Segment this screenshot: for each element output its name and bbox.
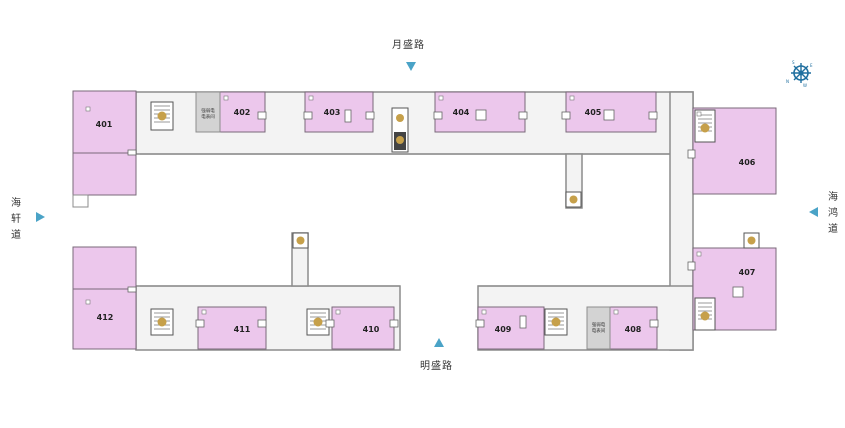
room-markers (85, 95, 702, 315)
utility-bottom-line2: 电表间 (592, 327, 606, 334)
room-411[interactable] (197, 306, 267, 350)
stair-icon (150, 101, 174, 131)
stair-icon (544, 308, 568, 336)
room-label-408: 408 (625, 325, 642, 334)
room-401-annex[interactable] (72, 152, 137, 196)
road-west-char-1: 海 (11, 198, 21, 209)
room-label-410: 410 (363, 325, 380, 334)
road-east-char-2: 鸿 (828, 208, 838, 219)
utility-rooms: 强弱电 电表间 强弱电 电表间 (195, 91, 611, 350)
room-label-404: 404 (453, 108, 470, 117)
room-label-401: 401 (96, 120, 113, 129)
room-403[interactable] (304, 91, 374, 133)
utility-bottom-line1: 强弱电 (592, 321, 606, 328)
arrow-right-icon (36, 212, 45, 222)
inner-walls (140, 153, 670, 287)
arrow-left-icon (809, 207, 818, 217)
room-401[interactable] (72, 90, 137, 154)
small-box (72, 194, 89, 208)
utility-room-bottom[interactable] (586, 306, 611, 350)
room-label-411: 411 (234, 325, 251, 334)
room-label-412: 412 (97, 313, 114, 322)
road-south-label: 明盛路 (420, 361, 453, 372)
road-west-char-2: 轩 (11, 214, 21, 225)
road-west-char-3: 道 (11, 230, 21, 241)
compass-e: E (810, 63, 813, 68)
room-label-406: 406 (739, 158, 756, 167)
stairs (150, 101, 760, 336)
road-east-label: 海 鸿 道 (827, 190, 839, 238)
compass-s: S (792, 60, 795, 65)
road-west-label: 海 轩 道 (10, 196, 22, 244)
arrow-up-icon (434, 338, 444, 347)
stair-icon (391, 107, 409, 153)
room-label-403: 403 (324, 108, 341, 117)
stair-icon (694, 297, 716, 331)
direction-arrows (36, 62, 818, 347)
rooms (72, 90, 777, 350)
road-east-char-1: 海 (828, 192, 838, 203)
utility-top-line1: 强弱电 (201, 107, 215, 114)
room-410[interactable] (331, 306, 395, 350)
elevator-icon (292, 232, 309, 249)
room-412-annex[interactable] (72, 246, 137, 290)
compass-w: W (803, 83, 807, 88)
stair-icon (306, 308, 330, 336)
room-409[interactable] (477, 306, 545, 350)
room-412[interactable] (72, 288, 137, 350)
road-east-char-3: 道 (828, 224, 838, 235)
stair-icon (150, 308, 174, 336)
arrow-down-icon (406, 62, 416, 71)
stair-icon (694, 109, 716, 143)
compass-icon: S E N W (786, 60, 813, 88)
room-label-409: 409 (495, 325, 512, 334)
room-labels: 401 402 403 404 405 406 407 408 409 410 … (96, 108, 756, 334)
room-label-407: 407 (739, 268, 756, 277)
utility-room-top[interactable] (195, 91, 221, 133)
elevator-icon (743, 232, 760, 249)
road-north-label: 月盛路 (392, 40, 425, 51)
compass-n: N (786, 79, 789, 84)
room-label-402: 402 (234, 108, 251, 117)
utility-top-line2: 电表间 (201, 113, 215, 120)
room-label-405: 405 (585, 108, 602, 117)
elevator-icon (565, 191, 582, 208)
fixtures (127, 109, 744, 329)
